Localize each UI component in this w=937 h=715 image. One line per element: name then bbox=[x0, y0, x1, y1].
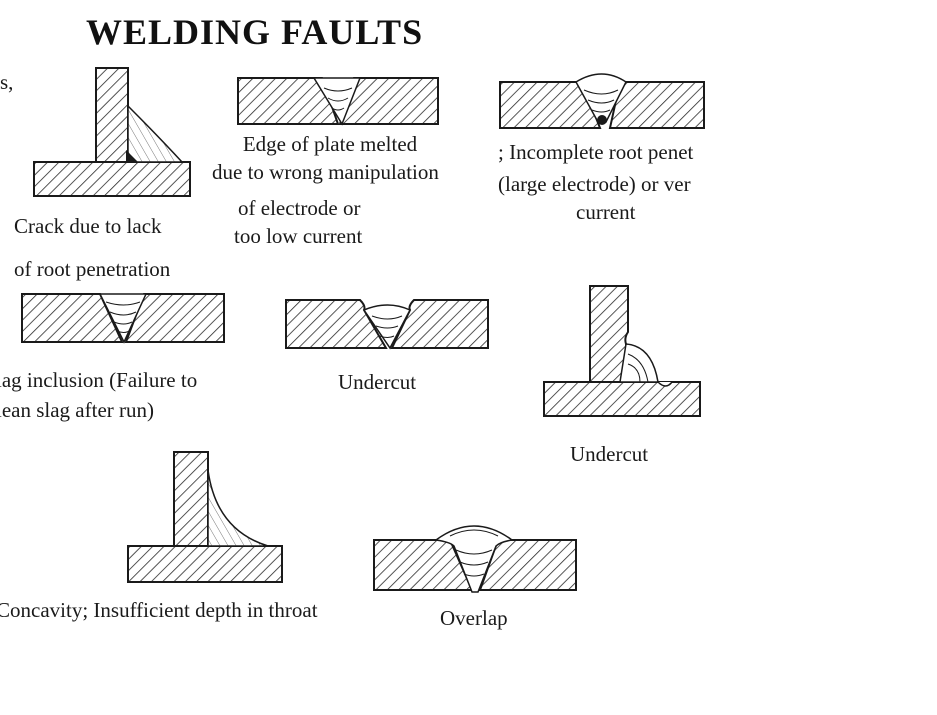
unfused-root bbox=[597, 115, 607, 125]
incomplete-root-caption-line-2: (large electrode) or ver bbox=[498, 172, 691, 196]
concavity-caption: Concavity; Insufficient depth in throat bbox=[0, 598, 318, 622]
slag-caption-line-1: lag inclusion (Failure to bbox=[0, 368, 198, 392]
incomplete-root-penetration-diagram bbox=[499, 73, 705, 129]
base-plate bbox=[33, 161, 191, 197]
slag-caption-line-2: lean slag after run) bbox=[0, 398, 155, 422]
undercut-groove bbox=[657, 381, 673, 387]
incomplete-root-caption-line-3: current bbox=[576, 200, 636, 224]
overlap-caption: Overlap bbox=[440, 606, 508, 630]
edge-of-plate-melted-diagram bbox=[237, 77, 439, 126]
crack-caption-line-1: Crack due to lack bbox=[14, 214, 162, 238]
edge-melted-caption-line-4: too low current bbox=[234, 224, 363, 248]
vertical-plate bbox=[95, 67, 129, 163]
undercut-fillet-caption: Undercut bbox=[570, 442, 649, 466]
concave-fillet bbox=[207, 469, 269, 547]
weld-bead bbox=[574, 73, 627, 123]
edge-melted-caption-line-1: Edge of plate melted bbox=[242, 132, 418, 156]
fillet-weld bbox=[127, 104, 184, 163]
undercut-butt-caption: Undercut bbox=[338, 370, 417, 394]
crack-mark bbox=[126, 150, 138, 162]
overlapping-bead bbox=[434, 525, 514, 593]
crack-lack-of-root-penetration-diagram bbox=[33, 67, 191, 197]
overlap-diagram bbox=[373, 525, 577, 593]
undercut-fillet-weld-diagram bbox=[543, 285, 701, 417]
undercut-butt-weld-diagram bbox=[285, 299, 489, 350]
incomplete-root-caption-line-1: ; Incomplete root penet bbox=[498, 140, 694, 164]
concavity-insufficient-throat-diagram bbox=[127, 451, 283, 583]
crack-caption-line-2: of root penetration bbox=[14, 257, 171, 281]
edge-melted-caption-line-2: due to wrong manipulation bbox=[212, 160, 439, 184]
edge-melted-caption-line-3: of electrode or bbox=[238, 196, 361, 220]
page-title: WELDING FAULTS bbox=[86, 12, 424, 52]
cut-off-text-fragment: s, bbox=[0, 70, 14, 94]
slag-inclusion-diagram bbox=[21, 293, 225, 344]
